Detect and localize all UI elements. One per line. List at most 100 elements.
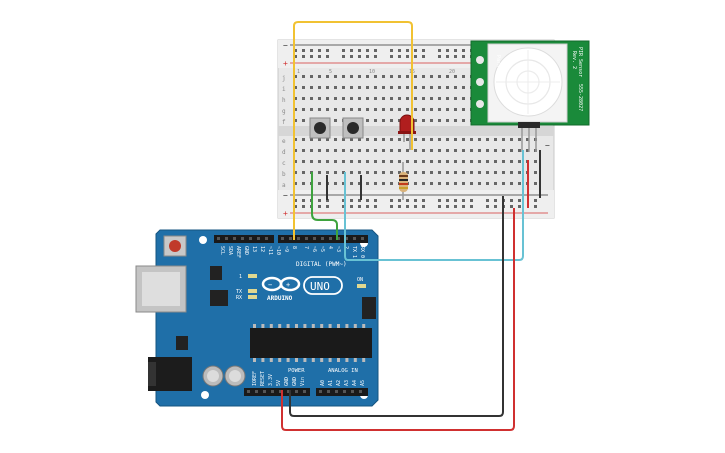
breadboard-hole: [294, 182, 297, 185]
breadboard-hole: [478, 182, 481, 185]
wire-black-gnd[interactable]: [289, 196, 504, 417]
rail-hole: [342, 55, 345, 58]
wire-red-5v[interactable]: [281, 208, 515, 431]
top-rail-minus-label: −: [283, 41, 288, 50]
breadboard-hole: [438, 182, 441, 185]
breadboard-hole: [334, 182, 337, 185]
pin-label-6: ~6: [311, 246, 317, 252]
rail-hole: [398, 205, 401, 208]
breadboard-hole: [454, 75, 457, 78]
rail-hole: [358, 205, 361, 208]
breadboard-hole: [390, 108, 393, 111]
breadboard-hole: [358, 75, 361, 78]
breadboard-hole: [422, 182, 425, 185]
pin-label-reset: RESET: [260, 371, 266, 386]
rail-hole: [366, 205, 369, 208]
breadboard-hole: [430, 75, 433, 78]
breadboard-hole: [510, 138, 513, 141]
breadboard-hole: [366, 182, 369, 185]
breadboard-hole: [334, 97, 337, 100]
pir-sensor[interactable]: Parallax PIR Sensor Rev. 2 555-28027: [470, 40, 590, 152]
breadboard-hole: [446, 75, 449, 78]
breadboard-hole: [366, 119, 369, 122]
rail-hole: [318, 199, 321, 202]
rail-hole: [446, 205, 449, 208]
breadboard-hole: [438, 160, 441, 163]
breadboard-hole: [302, 108, 305, 111]
icsp-header-small: [210, 266, 222, 280]
breadboard-hole: [358, 149, 361, 152]
rail-hole: [422, 199, 425, 202]
breadboard-hole: [326, 160, 329, 163]
header-hole: [337, 237, 340, 240]
header-hole: [319, 390, 322, 393]
wire-yellow[interactable]: [293, 21, 413, 240]
breadboard-hole: [374, 86, 377, 89]
breadboard-hole: [350, 182, 353, 185]
breadboard-hole: [366, 138, 369, 141]
breadboard-hole: [310, 149, 313, 152]
column-number-1: 1: [297, 69, 300, 75]
breadboard-hole: [366, 160, 369, 163]
mount-hole: [201, 391, 209, 399]
breadboard-hole: [398, 75, 401, 78]
header-hole: [279, 390, 282, 393]
breadboard-hole: [502, 149, 505, 152]
breadboard-hole: [390, 149, 393, 152]
header-hole: [353, 237, 356, 240]
breadboard-hole: [502, 182, 505, 185]
uno-badge: [303, 276, 343, 295]
pin-label-4: 4: [327, 246, 333, 249]
wire-green[interactable]: [311, 172, 338, 240]
digital-header-label: DIGITAL (PWM~): [296, 261, 347, 268]
chip-pin: [337, 358, 340, 362]
breadboard-hole: [374, 75, 377, 78]
breadboard-hole: [398, 171, 401, 174]
resistor[interactable]: [399, 162, 408, 200]
rail-hole: [462, 49, 465, 52]
arduino-uno-board[interactable]: 1 TX RX ON − + ARDUINO UNO SCL SDA AREF …: [135, 229, 379, 407]
chip-pin: [337, 324, 340, 328]
breadboard-hole: [478, 149, 481, 152]
breadboard-hole: [430, 182, 433, 185]
red-led[interactable]: [398, 114, 416, 150]
header-hole: [271, 390, 274, 393]
rail-hole: [318, 49, 321, 52]
wire-cyan-pir[interactable]: [344, 200, 524, 261]
regulator-chip: [176, 336, 188, 350]
rail-hole: [446, 199, 449, 202]
breadboard-hole: [470, 182, 473, 185]
pir-header: [518, 122, 540, 128]
breadboard-hole: [494, 182, 497, 185]
breadboard-hole: [414, 97, 417, 100]
bottom-rail-minus-label: −: [283, 191, 288, 200]
pin-label-a0: A0: [320, 380, 326, 386]
breadboard-hole: [326, 149, 329, 152]
breadboard-hole: [518, 182, 521, 185]
breadboard-hole: [406, 97, 409, 100]
chip-pin: [303, 358, 307, 362]
push-button-1[interactable]: [309, 117, 331, 139]
rail-hole: [406, 55, 409, 58]
push-button-2[interactable]: [342, 117, 364, 139]
pin-label-13: 13: [251, 246, 257, 252]
rail-hole: [374, 55, 377, 58]
header-hole: [233, 237, 236, 240]
row-letter-j: j: [282, 75, 286, 82]
breadboard-hole: [414, 86, 417, 89]
breadboard-hole: [430, 97, 433, 100]
pin-label-a3: A3: [344, 380, 350, 386]
pin-label-a5: A5: [360, 380, 366, 386]
rail-hole: [342, 199, 345, 202]
breadboard-hole: [454, 182, 457, 185]
rail-hole: [390, 205, 393, 208]
reset-button-cap[interactable]: [169, 240, 181, 252]
rail-hole: [462, 55, 465, 58]
rail-hole: [294, 55, 297, 58]
row-letter-b: b: [282, 171, 286, 178]
breadboard-hole: [302, 182, 305, 185]
pir-label-rev: Rev. 2: [571, 51, 577, 69]
breadboard-hole: [510, 160, 513, 163]
header-hole: [247, 390, 250, 393]
